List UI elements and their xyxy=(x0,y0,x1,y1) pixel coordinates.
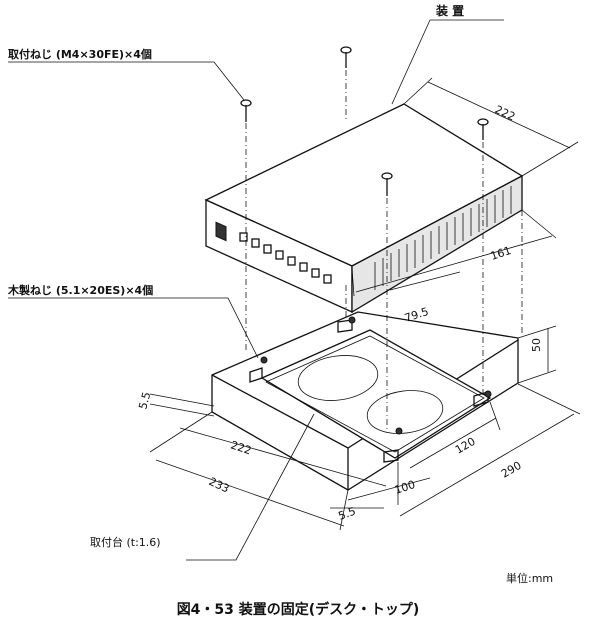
dim-hole-spacing: 120 xyxy=(453,435,478,457)
wood-screws xyxy=(260,316,492,435)
plate-bracket-front xyxy=(383,449,399,463)
screw-4 xyxy=(381,172,393,196)
device-label: 装 置 xyxy=(435,3,464,18)
unit-label: 単位:mm xyxy=(506,571,553,585)
alignment-lines xyxy=(245,70,523,430)
text-labels: 装 置 取付ねじ (M4×30FE)×4個 木製ねじ (5.1×20ES)×4個… xyxy=(7,3,553,618)
figure-caption: 図4・53 装置の固定(デスク・トップ) xyxy=(177,601,420,618)
dim-device-width: 222 xyxy=(493,103,518,124)
screw-3 xyxy=(477,118,489,140)
mounting-screws xyxy=(240,46,489,196)
plate-bracket-left xyxy=(249,367,263,383)
dim-margin-left: 5.5 xyxy=(136,391,153,411)
mounting-screw-label: 取付ねじ (M4×30FE)×4個 xyxy=(8,47,152,61)
mounting-base-label: 取付台 (t:1.6) xyxy=(90,535,161,549)
mounting-plate xyxy=(249,319,492,463)
dim-desk-height: 50 xyxy=(530,338,543,352)
dim-device-side: 161 xyxy=(489,244,513,263)
power-switch xyxy=(215,221,227,242)
leader-lines xyxy=(8,19,504,561)
device-unit xyxy=(204,103,524,314)
plate-hole-left xyxy=(297,355,379,401)
dimension-lines xyxy=(149,77,581,531)
dim-desk-width: 233 xyxy=(207,475,232,496)
screw-1 xyxy=(240,99,252,122)
screw-2 xyxy=(340,46,352,68)
dim-base-width: 222 xyxy=(229,438,253,457)
dim-desk-depth: 290 xyxy=(499,459,524,481)
plate-bracket-top xyxy=(337,319,353,333)
vent-slots xyxy=(374,186,512,290)
front-buttons xyxy=(239,232,332,284)
wood-screw-label: 木製ねじ (5.1×20ES)×4個 xyxy=(7,283,153,297)
dim-hole-offset: 100 xyxy=(393,478,417,497)
dim-margin-right: 5.5 xyxy=(337,505,358,523)
plate-hole-right xyxy=(366,390,444,434)
